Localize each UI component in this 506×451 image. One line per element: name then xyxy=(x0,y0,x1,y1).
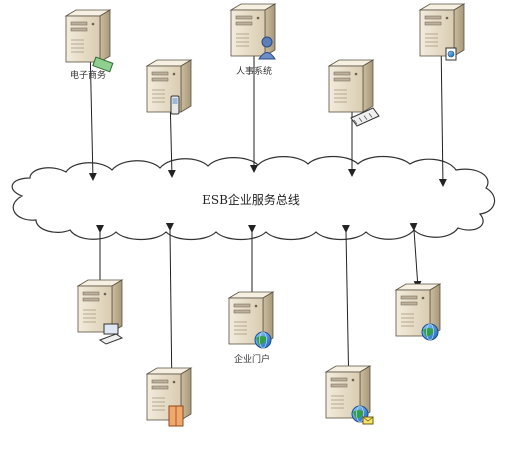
connector-document-server xyxy=(436,30,447,187)
server-label-ecommerce: 电子商务 xyxy=(70,69,106,81)
connector-web-server xyxy=(409,222,422,289)
server-web-server xyxy=(394,283,442,341)
mobile-phone-icon xyxy=(170,95,180,115)
server-document-server xyxy=(418,3,466,61)
server-web-mail xyxy=(324,365,374,425)
esb-bus-cloud: ESB企业服务总线 xyxy=(11,155,496,241)
server-mobile xyxy=(145,59,193,115)
money-icon xyxy=(92,56,114,73)
server-label-hr: 人事系统 xyxy=(236,65,272,77)
server-portal: 企业门户 xyxy=(227,291,275,365)
keyboard-icon xyxy=(350,107,380,127)
computer-icon xyxy=(98,323,124,345)
document-icon xyxy=(445,47,457,61)
server-workstation xyxy=(76,279,124,345)
server-ecommerce: 电子商务 xyxy=(64,9,114,81)
globe-icon xyxy=(421,323,439,341)
esb-bus-label: ESB企业服务总线 xyxy=(202,192,300,207)
server-hr: 人事系统 xyxy=(229,3,277,77)
user-icon xyxy=(258,36,276,60)
server-keyboard xyxy=(327,59,380,127)
connector-ecommerce xyxy=(85,36,97,181)
server-database xyxy=(145,367,193,427)
globe-mail-icon xyxy=(351,405,374,425)
globe-icon xyxy=(254,331,272,349)
server-label-portal: 企业门户 xyxy=(234,353,270,365)
database-icon xyxy=(168,405,184,427)
